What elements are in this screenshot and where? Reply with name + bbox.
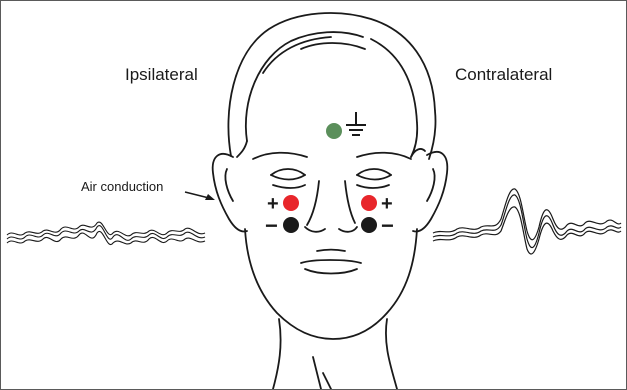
left-plus-sign: + (267, 193, 279, 215)
ipsilateral-label: Ipsilateral (125, 65, 198, 84)
air-conduction-label: Air conduction (81, 179, 163, 194)
head-outline (213, 13, 448, 389)
left-minus-sign: − (265, 213, 278, 238)
right-active-electrode (361, 195, 377, 211)
left-reference-electrode (283, 217, 299, 233)
right-plus-sign: + (381, 193, 393, 215)
contralateral-label: Contralateral (455, 65, 552, 84)
contralateral-waveform (433, 189, 621, 254)
ground-electrode (326, 123, 342, 139)
left-active-electrode (283, 195, 299, 211)
ipsilateral-waveform (7, 222, 205, 245)
ground-icon (347, 113, 365, 135)
right-reference-electrode (361, 217, 377, 233)
air-conduction-arrow (185, 192, 215, 200)
right-minus-sign: − (381, 213, 394, 238)
